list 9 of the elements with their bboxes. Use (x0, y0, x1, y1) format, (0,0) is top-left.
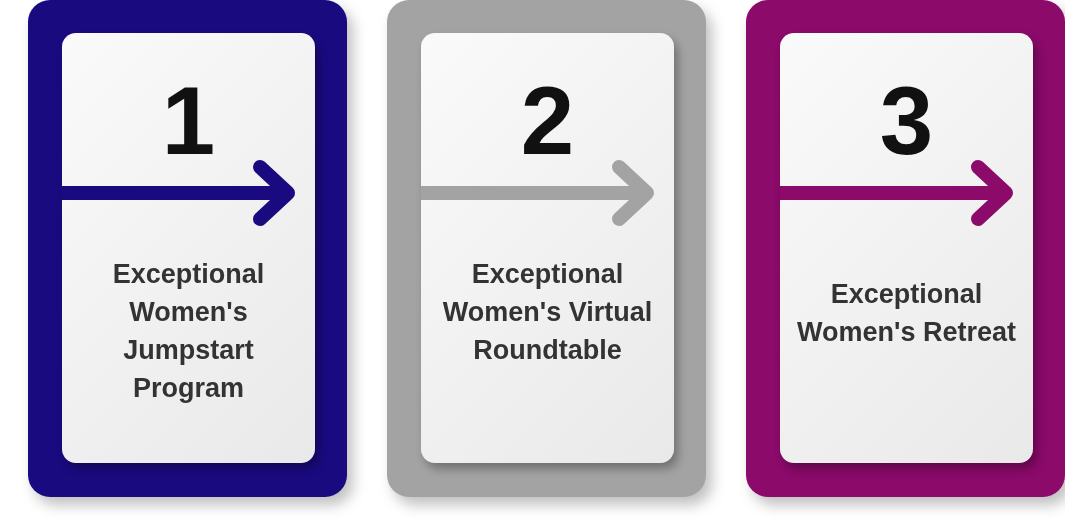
step-title: Exceptional Women's Virtual Roundtable (441, 258, 654, 367)
card-background (746, 0, 1065, 497)
step-number: 2 (519, 71, 576, 171)
step-number: 3 (878, 71, 935, 171)
card-background (387, 0, 706, 497)
step-title: Exceptional Women's Retreat (796, 278, 1017, 349)
step-number: 1 (160, 71, 217, 171)
card-background (28, 0, 347, 497)
step-title: Exceptional Women's Jumpstart Program (111, 258, 266, 405)
